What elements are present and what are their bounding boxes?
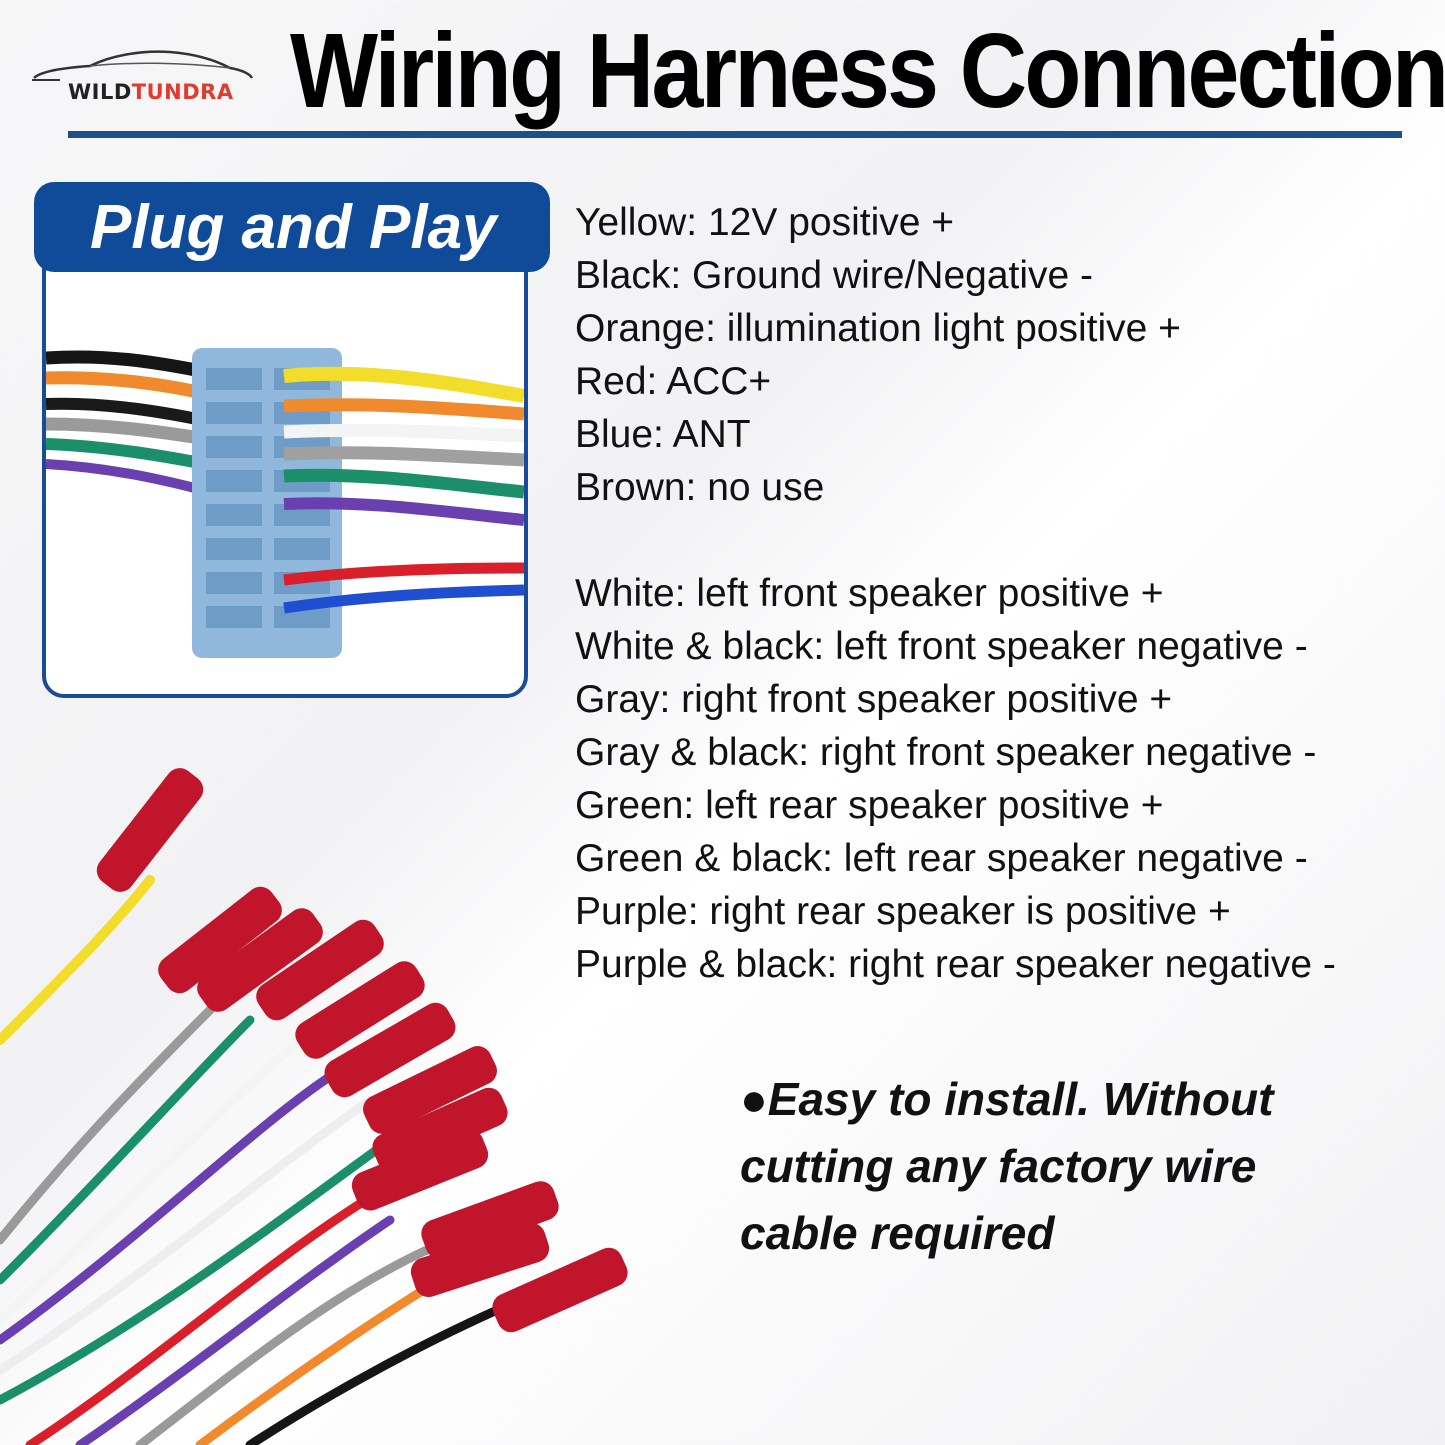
brand-logo: WILDTUNDRA: [30, 44, 255, 104]
page-title: Wiring Harness Connection: [290, 12, 1445, 130]
note-line-3: cable required: [740, 1207, 1055, 1259]
banner-label: Plug and Play: [90, 193, 497, 262]
wire-white: [0, 1035, 305, 1325]
wire-green-right: [283, 468, 524, 499]
spec-line: White & black: left front speaker negati…: [575, 625, 1308, 668]
spec-line: Blue: ANT: [575, 413, 751, 456]
brand-wordmark: WILDTUNDRA: [68, 80, 234, 104]
wire-gray-2: [135, 1235, 455, 1445]
wire-orange-left: [46, 371, 218, 403]
spec-line: Purple: right rear speaker is positive +: [575, 890, 1231, 933]
wire-yellow: [0, 875, 155, 1045]
butt-connectors: [96, 768, 628, 1333]
wires-photo: [0, 768, 628, 1445]
wire-black: [245, 1295, 525, 1445]
spec-line: Brown: no use: [575, 466, 825, 509]
car-silhouette-icon: [32, 50, 254, 81]
brand-word-2: TUNDRA: [131, 80, 234, 104]
spec-spacer: [575, 514, 1435, 567]
wire-yellow-right: [283, 366, 524, 403]
spec-line: White: left front speaker positive +: [575, 572, 1164, 615]
wire-gray: [0, 995, 225, 1245]
wire-green: [0, 1015, 255, 1285]
wire-orange-right: [283, 398, 524, 421]
wire-purple: [0, 1065, 345, 1345]
spec-line: Gray: right front speaker positive +: [575, 678, 1173, 721]
spec-line: Orange: illumination light positive +: [575, 307, 1181, 350]
wire-green-2: [0, 1135, 395, 1405]
title-underline: [68, 131, 1402, 138]
wire-red-right: [283, 562, 524, 586]
plug-and-play-banner: Plug and Play: [34, 182, 550, 272]
connector-photo: [46, 348, 524, 658]
wire-orange: [195, 1275, 445, 1445]
spec-line: Yellow: 12V positive +: [575, 201, 955, 244]
spec-line: Gray & black: right front speaker negati…: [575, 731, 1317, 774]
spec-line: Green: left rear speaker positive +: [575, 784, 1164, 827]
wire-white-right: [283, 423, 524, 443]
spec-line: Green & black: left rear speaker negativ…: [575, 837, 1308, 880]
spec-line: Purple & black: right rear speaker negat…: [575, 943, 1336, 986]
wire-blue-right: [283, 584, 524, 614]
brand-word-1: WILD: [68, 80, 132, 104]
wire-purple-right: [283, 497, 524, 526]
spec-line: Black: Ground wire/Negative -: [575, 254, 1094, 297]
wire-color-spec-list: Yellow: 12V positive + Black: Ground wir…: [575, 196, 1435, 991]
wire-red: [25, 1175, 405, 1445]
spec-line: Red: ACC+: [575, 360, 772, 403]
note-line-2: cutting any factory wire: [740, 1140, 1257, 1192]
wire-black-left: [46, 350, 208, 379]
note-line-1: ●Easy to install. Without: [740, 1073, 1274, 1125]
wire-gray-right: [283, 446, 524, 467]
wire-white-2: [0, 1095, 375, 1375]
wire-purple-2: [75, 1215, 395, 1445]
install-note: ●Easy to install. Without cutting any fa…: [740, 1066, 1400, 1267]
